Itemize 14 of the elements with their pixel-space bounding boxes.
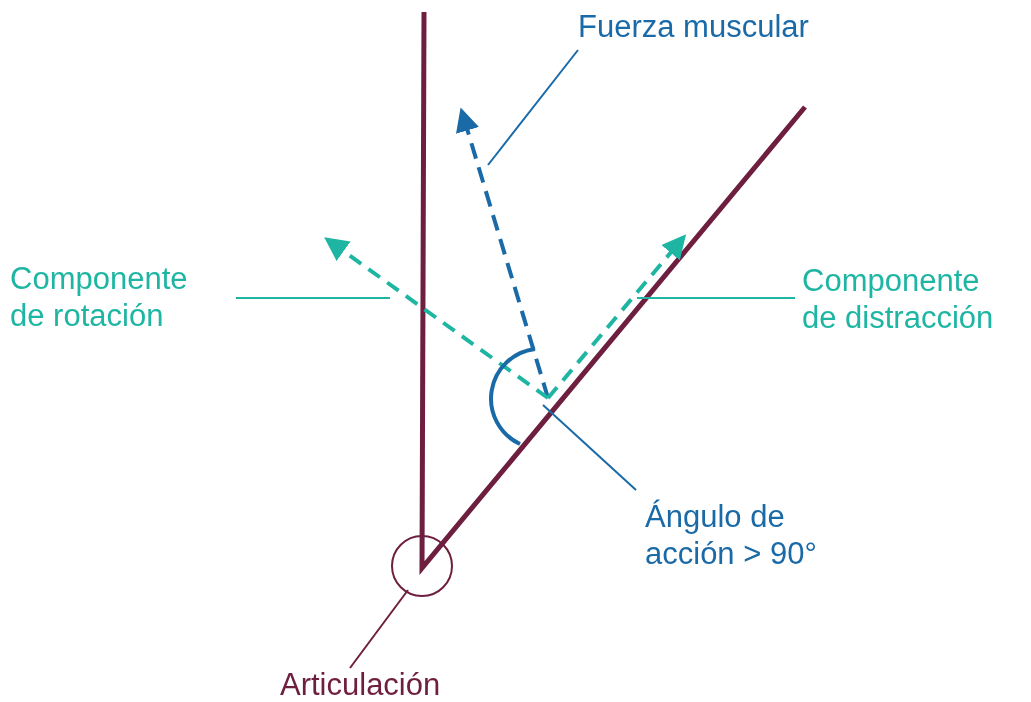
rotation-component-arrow	[324, 237, 550, 400]
leader-line	[636, 297, 796, 299]
angle-arc	[489, 347, 536, 446]
joint-label: Articulación	[280, 666, 500, 702]
leader-line	[487, 49, 579, 166]
leader-line	[235, 297, 391, 299]
component-label: Componente de rotación	[10, 260, 210, 334]
angle-label: Ángulo de acción > 90°	[645, 498, 845, 572]
distraction-component-arrow	[546, 234, 687, 400]
leader-line	[349, 589, 409, 669]
component-label: Componente de distracción	[802, 262, 1022, 336]
joint-circle	[391, 535, 453, 597]
leader-line	[542, 404, 637, 491]
force-label: Fuerza muscular	[578, 8, 878, 45]
